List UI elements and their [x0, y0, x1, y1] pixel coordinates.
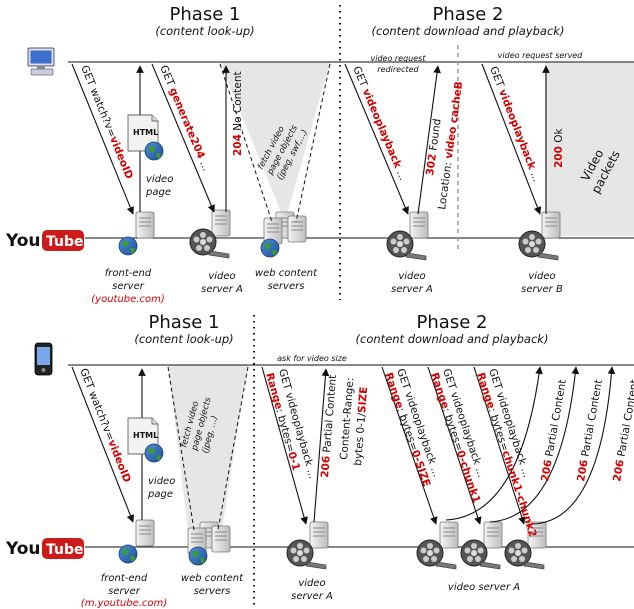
bottom-wcs-label-1: web content: [181, 573, 244, 584]
youtube-logo-you-bottom: You: [5, 539, 41, 559]
bottom-arrow-range-0-1: [261, 366, 308, 525]
top-fetch-shade: [220, 62, 330, 222]
top-html-label: HTML: [133, 128, 158, 137]
top-vsb-label-2: server B: [521, 284, 563, 295]
top-msg-204: 204 No Content: [232, 71, 244, 156]
bottom-arrow-206-size: [313, 368, 330, 523]
top-msg-generate204: GET generate204 ...: [157, 64, 212, 173]
bottom-ask-size: ask for video size: [277, 354, 347, 363]
top-arrow-vp2: [481, 63, 542, 215]
bottom-web-content-servers-icon: [187, 521, 231, 566]
top-redirected-1: video request: [371, 54, 427, 63]
top-msg-302: 302 Found: [424, 118, 444, 176]
top-msg-watch: GET watch?v=videoID: [78, 64, 135, 181]
top-arrow-vp1: [344, 63, 409, 215]
top-arrow-generate204: [151, 63, 215, 213]
youtube-logo-tube: Tube: [46, 234, 84, 250]
bottom-arrow-206-c: [533, 366, 616, 525]
bottom-fetch-shade: [168, 365, 248, 530]
bottom-msg-watch: GET watch?v=videoID: [77, 367, 133, 485]
bottom-arrow-range-chunk1-chunk2: [473, 366, 526, 525]
top-phase1-title: Phase 1: [170, 4, 241, 25]
bottom-phase1-title: Phase 1: [149, 312, 220, 333]
bottom-phase1-subtitle: (content look-up): [134, 332, 233, 346]
top-vsa-label-1: video: [208, 271, 235, 282]
bottom-frontend-server-icon: [118, 519, 155, 564]
bottom-arrow-watch: [71, 366, 135, 523]
bottom-html-label: HTML: [133, 431, 158, 440]
top-video-page-1: video: [146, 174, 173, 185]
bottom-vsa-label-1: video: [298, 578, 325, 589]
bottom-video-page-1: video: [148, 476, 175, 487]
top-vsa2-label-1: video: [398, 271, 425, 282]
top-diagram: Phase 1 (content look-up) Phase 2 (conte…: [5, 4, 634, 305]
video-server-a-icon: [189, 209, 231, 259]
bottom-diagram: Phase 1 (content look-up) Phase 2 (conte…: [5, 312, 634, 609]
top-msg-location: Location: video cacheB: [436, 81, 465, 211]
bottom-arrow-206-b: [489, 366, 580, 523]
youtube-logo: You Tube: [5, 230, 84, 251]
top-vsb-label-1: video: [528, 271, 555, 282]
bottom-html-doc-icon: [127, 417, 164, 463]
top-phase2-title: Phase 2: [433, 4, 504, 25]
bottom-msg-206-b: 206 Partial Content: [575, 379, 605, 483]
bottom-arrow-range-0-chunk1: [427, 366, 482, 525]
video-server-a2-icon: [386, 211, 429, 261]
bottom-vsa-group-label: video server A: [448, 582, 520, 593]
bottom-frontend-host: (m.youtube.com): [81, 598, 167, 609]
computer-icon: [27, 47, 55, 76]
top-redirected-2: redirected: [377, 65, 419, 74]
top-packets-shade: [545, 62, 634, 236]
top-fetch-edge-right: [295, 63, 331, 223]
web-content-servers-icon: [260, 211, 307, 258]
top-msg-vp1: GET videoplayback ...: [350, 65, 409, 183]
bottom-frontend-label-2: server: [108, 586, 141, 597]
top-msg-200: 200 Ok: [553, 127, 565, 168]
top-vsa2-label-2: server A: [391, 284, 433, 295]
top-html-doc-icon: [127, 114, 164, 161]
bottom-msg-206-c: 206 Partial Content: [611, 379, 634, 483]
bottom-arrow-range-0-size: [381, 366, 438, 525]
top-arrow-302: [417, 65, 441, 215]
top-phase1-subtitle: (content look-up): [155, 24, 254, 38]
top-phase2-subtitle: (content download and playback): [372, 24, 565, 38]
top-frontend-label-1: front-end: [105, 268, 152, 279]
youtube-logo-tube-bottom: Tube: [46, 542, 84, 558]
bottom-video-page-2: page: [147, 489, 173, 500]
youtube-logo-you: You: [5, 231, 41, 251]
top-arrow-watch: [71, 63, 134, 215]
youtube-logo-bottom: You Tube: [5, 538, 84, 559]
top-wcs-label-2: servers: [268, 281, 305, 292]
top-served: video request served: [498, 51, 584, 60]
top-msg-vp2: GET videoplayback ...: [487, 65, 542, 184]
bottom-phase2-title: Phase 2: [417, 312, 488, 333]
top-wcs-label-1: web content: [255, 268, 318, 279]
top-frontend-host: (youtube.com): [91, 294, 164, 305]
bottom-phase2-subtitle: (content download and playback): [356, 332, 549, 346]
smartphone-icon: [34, 342, 53, 376]
video-server-b-icon: [518, 211, 561, 261]
bottom-vsa-label-2: server A: [291, 591, 333, 602]
top-vsa-label-2: server A: [201, 284, 243, 295]
frontend-server-icon: [118, 211, 155, 256]
bottom-video-server-a-icon: [286, 521, 329, 570]
top-frontend-label-2: server: [112, 281, 145, 292]
top-video-page-2: page: [145, 187, 171, 198]
bottom-frontend-label-1: front-end: [101, 573, 148, 584]
bottom-msg-bytes-size: bytes 0-1/SIZE: [352, 386, 370, 466]
bottom-arrow-206-a: [445, 366, 543, 521]
bottom-wcs-label-2: servers: [194, 586, 231, 597]
